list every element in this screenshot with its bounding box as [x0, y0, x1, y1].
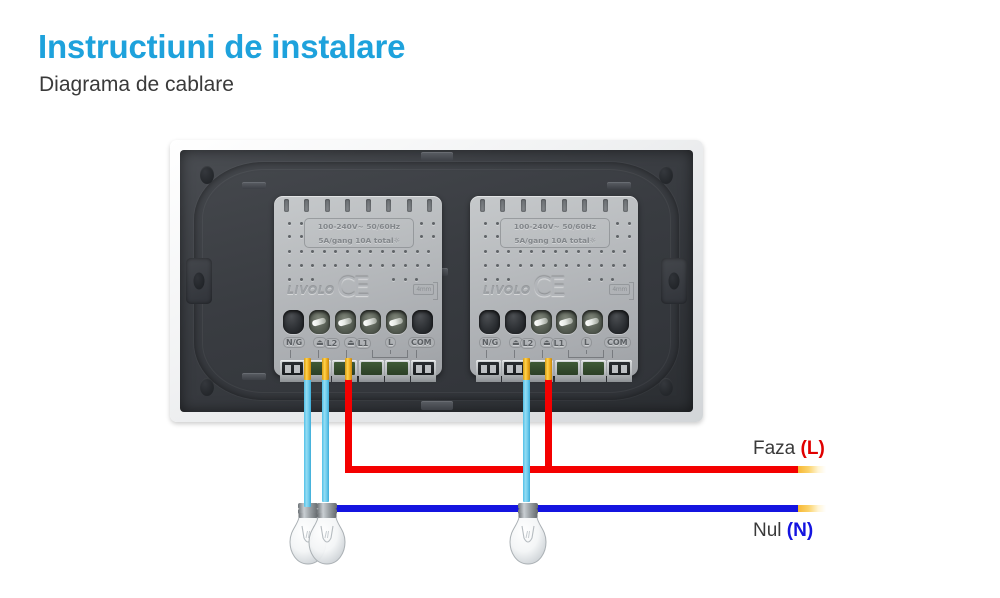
screw-boss-bottom-left	[200, 378, 214, 396]
live-wire-fade	[798, 466, 826, 473]
live-wire-bus	[345, 466, 552, 473]
connector-l2	[502, 360, 528, 382]
brand-logo: LIVOLO	[483, 284, 531, 297]
rating-plate: 100-240V~ 50/60Hz 5A/gang 10A total☼	[304, 218, 414, 248]
rating-line-1: 100-240V~ 50/60Hz	[513, 222, 597, 231]
ferrule-left-l1	[322, 358, 329, 380]
wire-gauge-label: 4mm	[609, 282, 634, 300]
terminal-label-ng: N/G	[479, 337, 502, 348]
ce-mark-icon: CE	[533, 272, 566, 303]
terminal-screw-l-b[interactable]	[582, 310, 604, 334]
terminal-screw-row[interactable]	[479, 310, 629, 334]
switch-lead-bulb-3	[523, 375, 530, 502]
panel-tab-top-right	[607, 182, 631, 189]
terminal-label-l: L	[385, 337, 397, 348]
live-legend-text: Faza	[753, 438, 801, 459]
neutral-legend-label: Nul (N)	[753, 520, 813, 542]
panel-tab-top-center	[420, 152, 453, 161]
terminal-screw-l[interactable]	[556, 310, 578, 334]
terminal-screw-ng[interactable]	[283, 310, 304, 334]
connector-ng	[280, 360, 305, 382]
terminal-label-l2: ⏏L2	[313, 337, 341, 349]
right-relay-module: 100-240V~ 50/60Hz 5A/gang 10A total☼ LIV…	[470, 196, 638, 382]
page-title: Instructiuni de instalare	[38, 28, 406, 65]
terminal-screw-l2[interactable]	[504, 310, 526, 334]
terminal-label-com: COM	[408, 337, 435, 348]
terminal-connector-block	[280, 356, 436, 382]
connector-l-b	[580, 360, 606, 382]
terminal-screw-l2[interactable]	[308, 310, 330, 334]
rating-plate: 100-240V~ 50/60Hz 5A/gang 10A total☼	[500, 218, 610, 248]
connector-l	[554, 360, 580, 382]
switch-panel-body: 100-240V~ 50/60Hz 5A/gang 10A total☼ LIV…	[180, 150, 693, 412]
terminal-screw-l[interactable]	[360, 310, 382, 334]
terminal-screw-com[interactable]	[607, 310, 629, 334]
terminal-label-l: L	[581, 337, 593, 348]
sun-icon: ☼	[393, 236, 401, 245]
vent-fins	[480, 199, 628, 212]
screw-boss-bottom-right	[659, 378, 673, 396]
terminal-label-row: N/G ⏏L2 ⏏L1 L COM	[281, 337, 435, 349]
screw-boss-top-left	[200, 166, 214, 184]
terminal-leader-ticks	[274, 350, 442, 360]
terminal-label-l1: ⏏L1	[344, 337, 372, 349]
ferrule-left-l	[345, 358, 352, 380]
connector-com	[606, 360, 632, 382]
connector-com	[410, 360, 436, 382]
left-relay-module: 100-240V~ 50/60Hz 5A/gang 10A total☼ LIV…	[274, 196, 442, 382]
light-bulb-3	[506, 498, 550, 572]
ferrule-right-l1	[523, 358, 530, 380]
mounting-ear-right	[661, 258, 687, 304]
switch-lead-bulb-1	[304, 375, 311, 507]
panel-tab-bottom-center	[420, 401, 453, 410]
neutral-wire-bus	[322, 505, 801, 512]
connector-l-b	[384, 360, 410, 382]
terminal-leader-ticks	[470, 350, 638, 360]
vent-fins	[284, 199, 432, 212]
connector-l	[358, 360, 384, 382]
neutral-legend-text: Nul	[753, 520, 787, 541]
panel-tab-bottom-left	[242, 373, 266, 380]
rating-line-2: 5A/gang 10A total	[514, 236, 590, 245]
light-bulb-2	[305, 498, 349, 572]
wire-gauge-label: 4mm	[413, 282, 438, 300]
live-wire-left-drop	[345, 375, 352, 473]
live-wire-feed	[545, 466, 801, 473]
brand-logo: LIVOLO	[287, 284, 335, 297]
terminal-screw-l-b[interactable]	[386, 310, 408, 334]
connector-ng	[476, 360, 501, 382]
rating-line-2: 5A/gang 10A total	[318, 236, 394, 245]
mounting-ear-left	[186, 258, 212, 304]
switch-lead-bulb-2	[322, 375, 329, 502]
sun-icon: ☼	[589, 236, 597, 245]
terminal-screw-ng[interactable]	[479, 310, 500, 334]
live-legend-label: Faza (L)	[753, 438, 825, 460]
terminal-label-l1: ⏏L1	[540, 337, 568, 349]
terminal-label-ng: N/G	[283, 337, 306, 348]
neutral-wire-fade	[798, 505, 826, 512]
terminal-screw-row[interactable]	[283, 310, 433, 334]
screw-boss-top-right	[659, 166, 673, 184]
terminal-label-l2: ⏏L2	[509, 337, 537, 349]
switch-panel: 100-240V~ 50/60Hz 5A/gang 10A total☼ LIV…	[170, 140, 703, 422]
terminal-screw-l1[interactable]	[334, 310, 356, 334]
terminal-connector-block	[476, 356, 632, 382]
ferrule-right-l	[545, 358, 552, 380]
terminal-label-row: N/G ⏏L2 ⏏L1 L COM	[477, 337, 631, 349]
terminal-screw-l1[interactable]	[530, 310, 552, 334]
live-legend-symbol: (L)	[800, 438, 825, 459]
panel-tab-top-left	[242, 182, 266, 189]
terminal-label-com: COM	[604, 337, 631, 348]
live-wire-right-drop	[545, 375, 552, 473]
page-subtitle: Diagrama de cablare	[39, 73, 234, 96]
rating-line-1: 100-240V~ 50/60Hz	[317, 222, 401, 231]
terminal-screw-com[interactable]	[411, 310, 433, 334]
neutral-legend-symbol: (N)	[786, 520, 814, 541]
ferrule-left-l2	[304, 358, 311, 380]
ce-mark-icon: CE	[337, 272, 370, 303]
